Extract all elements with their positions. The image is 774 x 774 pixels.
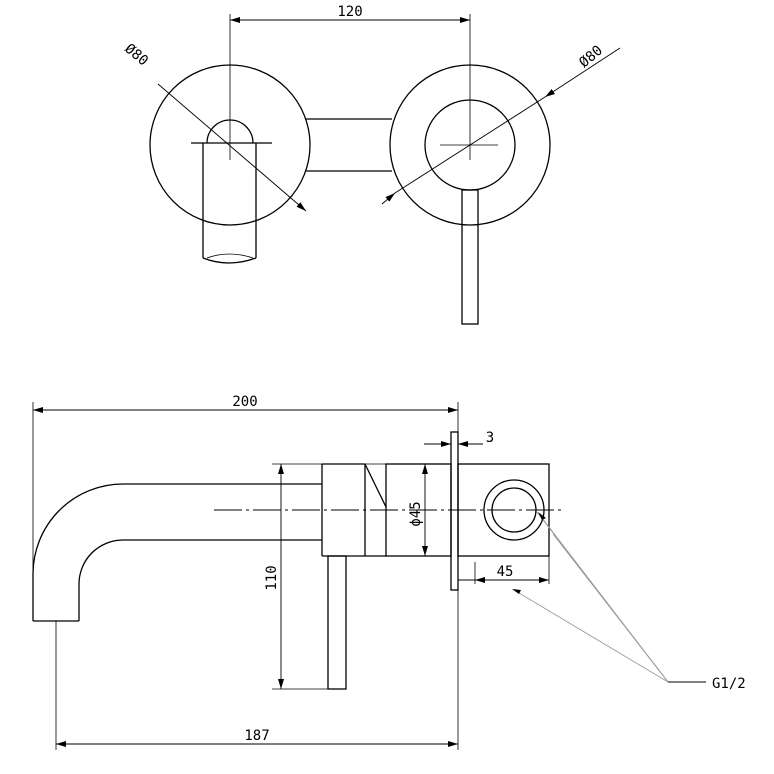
dim-total-length: 200 xyxy=(32,394,459,574)
dim-total-length-label: 200 xyxy=(232,394,257,410)
front-view: 120 Ø80 Ø80 xyxy=(121,4,621,325)
lever-handle xyxy=(327,555,347,690)
spout-pipe xyxy=(32,483,322,622)
dim-height: 110 xyxy=(264,463,328,690)
thread-callout: G1/2 xyxy=(512,511,746,692)
dim-plate-thickness-label: 3 xyxy=(486,430,494,446)
dim-spout-reach: 187 xyxy=(55,590,459,750)
dim-plate-thickness: 3 xyxy=(424,430,494,447)
dim-spacing-label: 120 xyxy=(337,4,362,20)
lever-front xyxy=(461,189,479,325)
dim-spacing: 120 xyxy=(229,4,471,90)
dim-spout-reach-label: 187 xyxy=(244,728,269,744)
dim-right-diameter: Ø80 xyxy=(381,43,621,205)
wall-plate xyxy=(450,431,459,591)
dim-height-label: 110 xyxy=(264,565,280,590)
dim-body-diameter: ϕ45 xyxy=(408,464,428,556)
spout-front xyxy=(191,119,272,264)
dim-depth-label: 45 xyxy=(497,564,514,580)
connecting-bar xyxy=(305,118,392,172)
center-marks-front xyxy=(229,65,498,160)
side-view: 200 3 ϕ45 45 110 xyxy=(32,394,746,750)
dim-right-diameter-label: Ø80 xyxy=(576,43,606,72)
dim-left-diameter-label: Ø80 xyxy=(121,41,151,70)
dim-body-diameter-label: ϕ45 xyxy=(408,501,424,526)
dim-depth: 45 xyxy=(458,556,550,584)
thread-label: G1/2 xyxy=(712,676,746,692)
